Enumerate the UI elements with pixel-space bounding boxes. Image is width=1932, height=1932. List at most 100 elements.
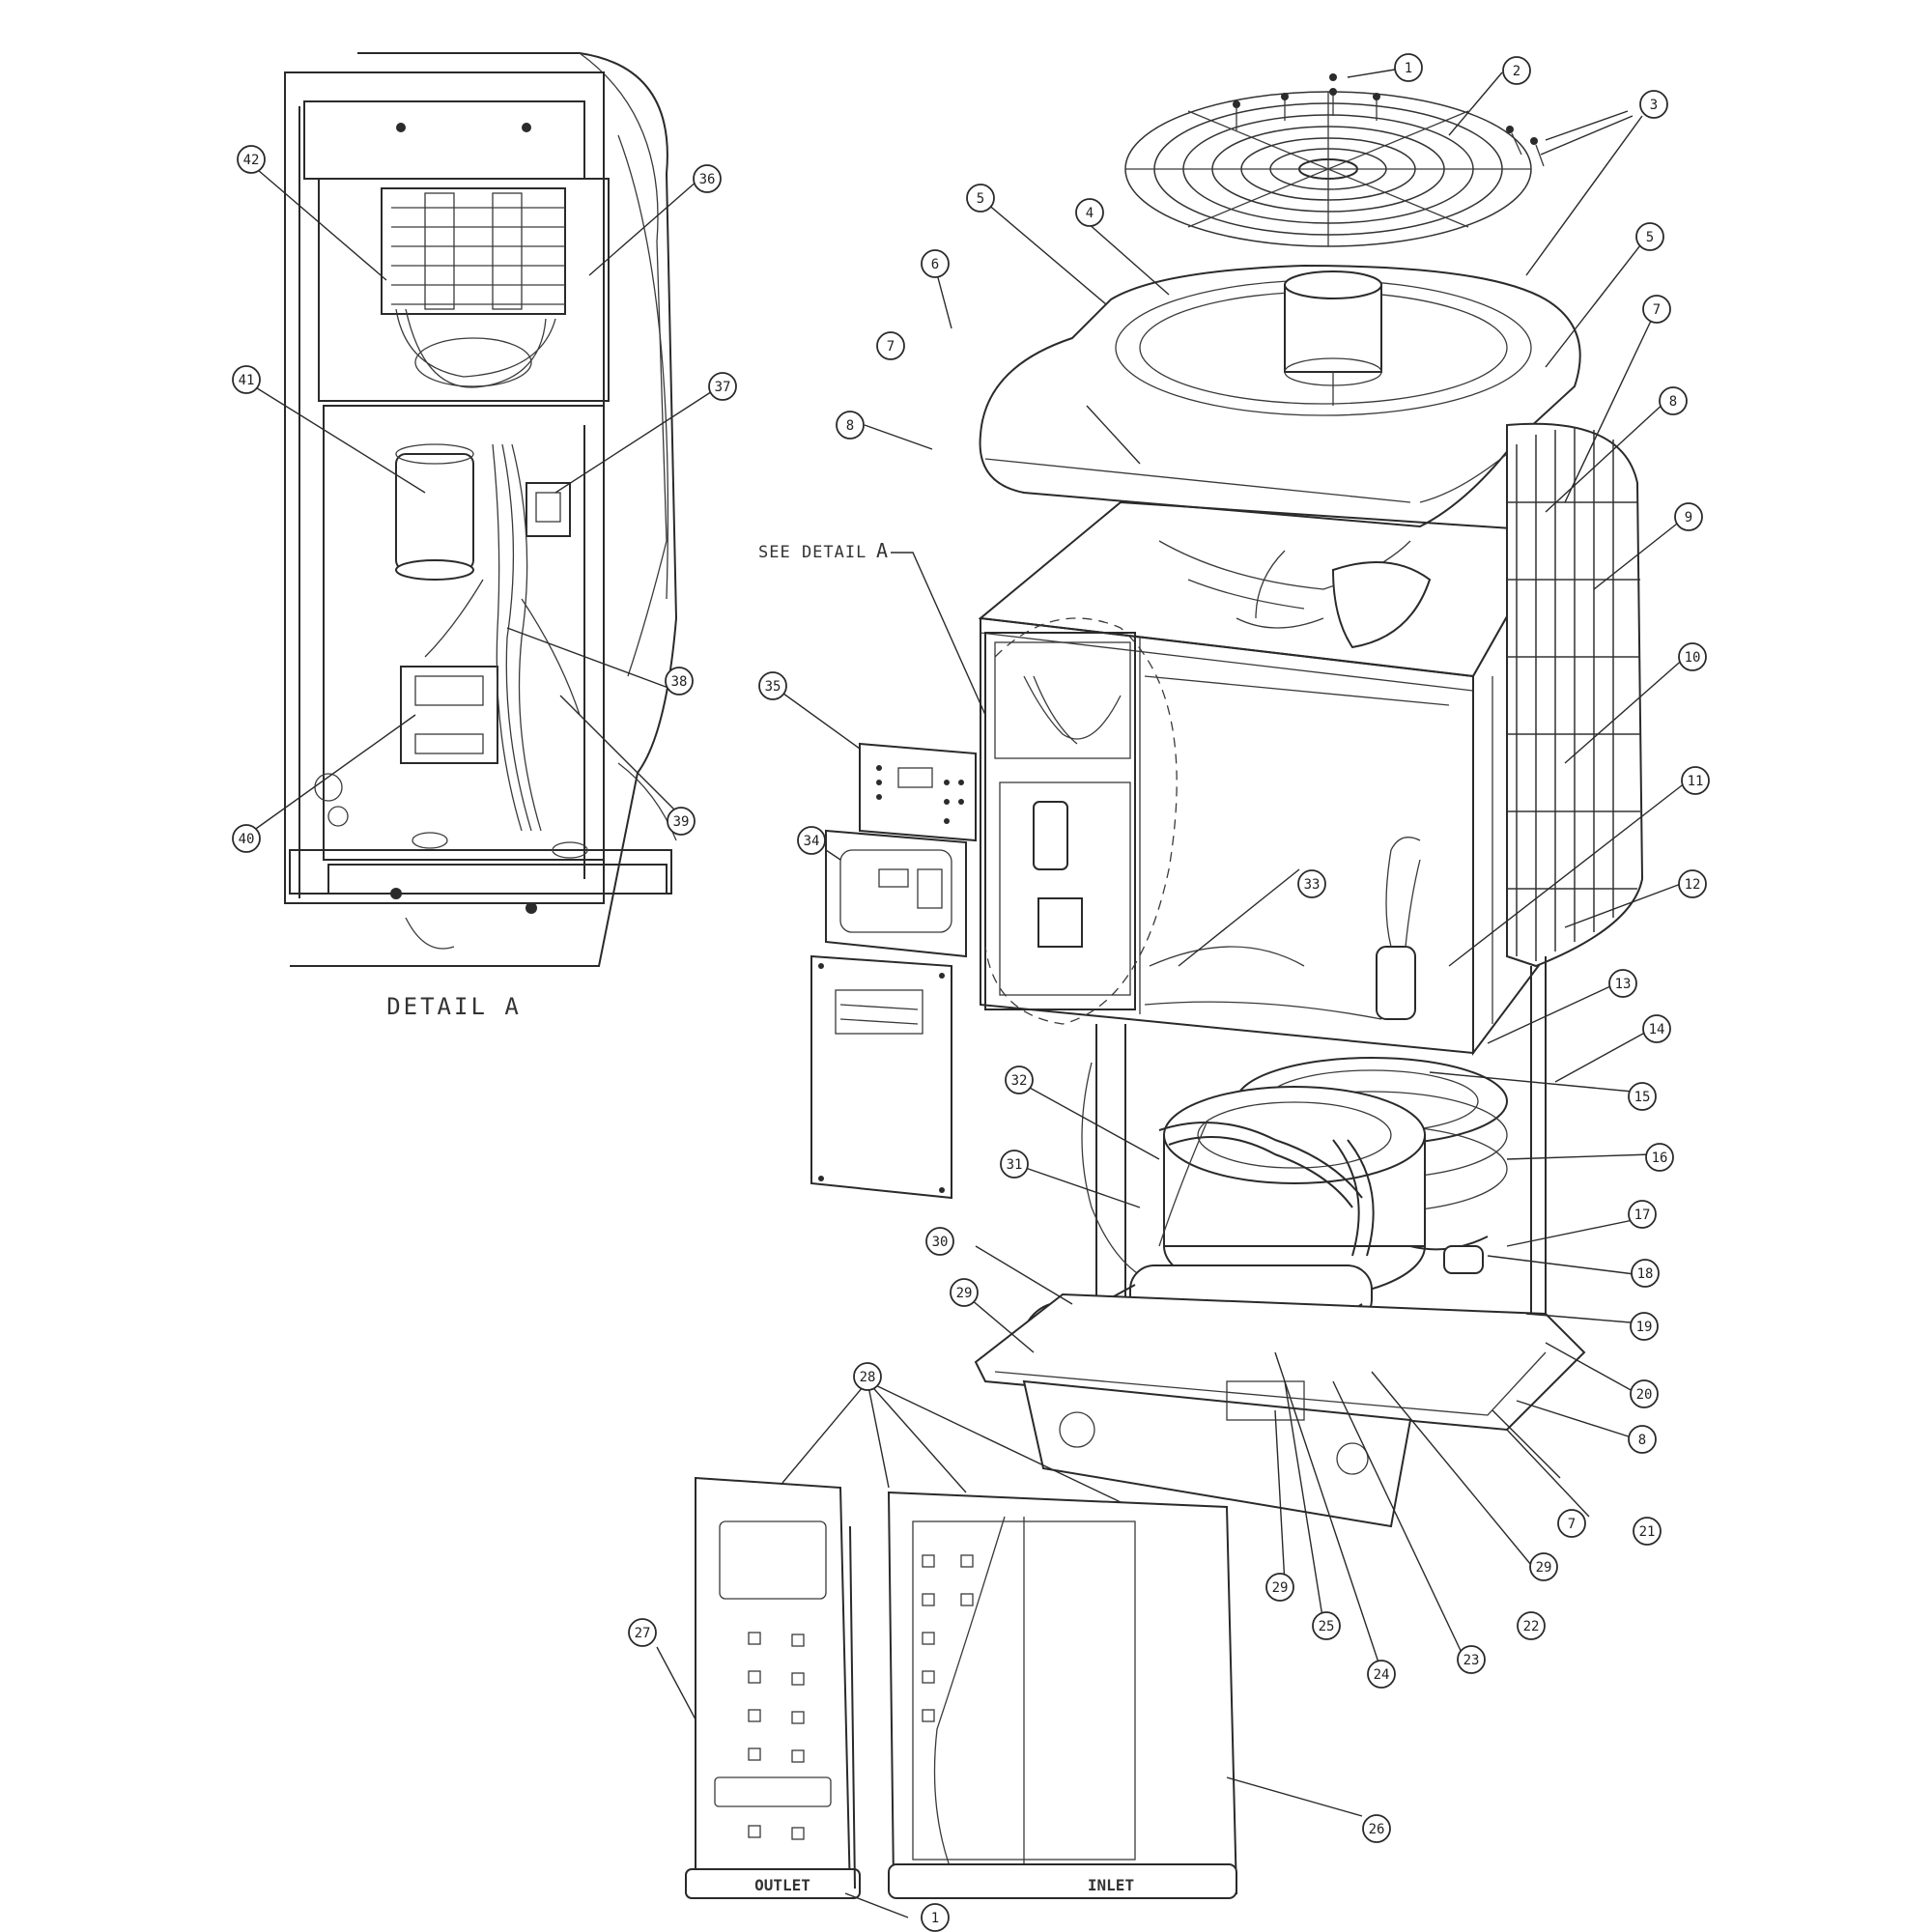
see-detail-letter: A	[876, 539, 888, 562]
callout-1-bottom: 1	[921, 1903, 950, 1932]
callout-33-label: 33	[1304, 877, 1321, 893]
callout-14: 14	[1642, 1014, 1671, 1043]
callout-33: 33	[1297, 869, 1326, 898]
callout-16-label: 16	[1652, 1151, 1668, 1166]
panel-buttons-right	[922, 1554, 974, 1722]
callout-37: 37	[708, 372, 737, 401]
callout-18-label: 18	[1637, 1266, 1654, 1282]
callout-5-left-label: 5	[977, 191, 984, 207]
callout-31: 31	[1000, 1150, 1029, 1179]
callout-8-low-label: 8	[1638, 1433, 1646, 1448]
callout-5-right-label: 5	[1646, 230, 1654, 245]
detail-a-caption: DETAIL A	[386, 993, 522, 1020]
callout-8-right: 8	[1659, 386, 1688, 415]
callout-9: 9	[1674, 502, 1703, 531]
base-pan	[974, 1293, 1586, 1528]
callout-9-label: 9	[1685, 510, 1692, 526]
outlet-label: OUTLET	[754, 1876, 810, 1894]
callout-24-label: 24	[1374, 1667, 1390, 1683]
callout-15-label: 15	[1634, 1090, 1651, 1105]
callout-29-mid-label: 29	[1272, 1580, 1289, 1596]
callout-31-label: 31	[1007, 1157, 1023, 1173]
detail-contactor	[400, 666, 498, 764]
callout-20: 20	[1630, 1379, 1659, 1408]
fan-motor	[1284, 270, 1382, 406]
front-panel-left: OUTLET	[685, 1476, 861, 1899]
callout-6: 6	[921, 249, 950, 278]
callout-34-label: 34	[804, 834, 820, 849]
callout-29-right: 29	[1529, 1552, 1558, 1581]
leader-lines	[245, 69, 1687, 1918]
callout-21: 21	[1633, 1517, 1662, 1546]
fan-guard	[1124, 91, 1532, 247]
callout-23: 23	[1457, 1645, 1486, 1674]
callout-5-left: 5	[966, 184, 995, 213]
callout-2-label: 2	[1513, 64, 1520, 79]
callout-13: 13	[1608, 969, 1637, 998]
callout-1-bottom-label: 1	[931, 1911, 939, 1926]
callout-32: 32	[1005, 1065, 1034, 1094]
callout-8-left-label: 8	[846, 418, 854, 434]
callout-21-label: 21	[1639, 1524, 1656, 1540]
callout-1-top-label: 1	[1405, 61, 1412, 76]
detail-a-inset: DETAIL A	[284, 52, 678, 1020]
callout-28-label: 28	[860, 1370, 876, 1385]
main-cabinet	[978, 500, 1562, 1056]
callout-7-left: 7	[876, 331, 905, 360]
callout-41: 41	[232, 365, 261, 394]
callout-17: 17	[1628, 1200, 1657, 1229]
callout-32-label: 32	[1011, 1073, 1028, 1089]
callout-8-left: 8	[836, 411, 865, 440]
callout-19-label: 19	[1636, 1320, 1653, 1335]
callout-28: 28	[853, 1362, 882, 1391]
callout-3-label: 3	[1650, 98, 1658, 113]
callout-7-left-label: 7	[887, 339, 895, 355]
panel-buttons-left	[748, 1632, 805, 1840]
inlet-label: INLET	[1088, 1876, 1134, 1894]
callout-1-top: 1	[1394, 53, 1423, 82]
callout-12-label: 12	[1685, 877, 1701, 893]
callout-18: 18	[1631, 1259, 1660, 1288]
callout-29-right-label: 29	[1536, 1560, 1552, 1576]
callout-17-label: 17	[1634, 1208, 1651, 1223]
display-board	[859, 742, 977, 842]
callout-30: 30	[925, 1227, 954, 1256]
callout-7-right: 7	[1642, 295, 1671, 324]
callout-7-low-label: 7	[1568, 1517, 1576, 1532]
callout-35: 35	[758, 671, 787, 700]
callout-13-label: 13	[1615, 977, 1632, 992]
access-panel	[810, 954, 952, 1200]
callout-3: 3	[1639, 90, 1668, 119]
see-detail-label: SEE DETAIL	[758, 543, 867, 562]
callout-25: 25	[1312, 1611, 1341, 1640]
evaporator-coil-guard	[1506, 422, 1644, 1333]
control-panel-overlay	[825, 829, 967, 958]
drier	[1376, 837, 1421, 1020]
callout-7-low: 7	[1557, 1509, 1586, 1538]
callout-22: 22	[1517, 1611, 1546, 1640]
callout-42: 42	[237, 145, 266, 174]
callout-37-label: 37	[715, 380, 731, 395]
callout-26: 26	[1362, 1814, 1391, 1843]
callout-16: 16	[1645, 1143, 1674, 1172]
callout-4: 4	[1075, 198, 1104, 227]
callout-11: 11	[1681, 766, 1710, 795]
callout-38: 38	[665, 667, 694, 696]
callout-15: 15	[1628, 1082, 1657, 1111]
callout-39: 39	[667, 807, 696, 836]
callout-27: 27	[628, 1618, 657, 1647]
callout-10-label: 10	[1685, 650, 1701, 666]
callout-29-left-label: 29	[956, 1286, 973, 1301]
callout-29-mid: 29	[1265, 1573, 1294, 1602]
callout-29-left: 29	[950, 1278, 979, 1307]
callout-10: 10	[1678, 642, 1707, 671]
callout-12: 12	[1678, 869, 1707, 898]
callout-38-label: 38	[671, 674, 688, 690]
callout-40: 40	[232, 824, 261, 853]
top-cover	[979, 264, 1581, 528]
callout-5-right: 5	[1635, 222, 1664, 251]
callout-7-right-label: 7	[1653, 302, 1661, 318]
callout-14-label: 14	[1649, 1022, 1665, 1037]
callout-11-label: 11	[1688, 774, 1704, 789]
